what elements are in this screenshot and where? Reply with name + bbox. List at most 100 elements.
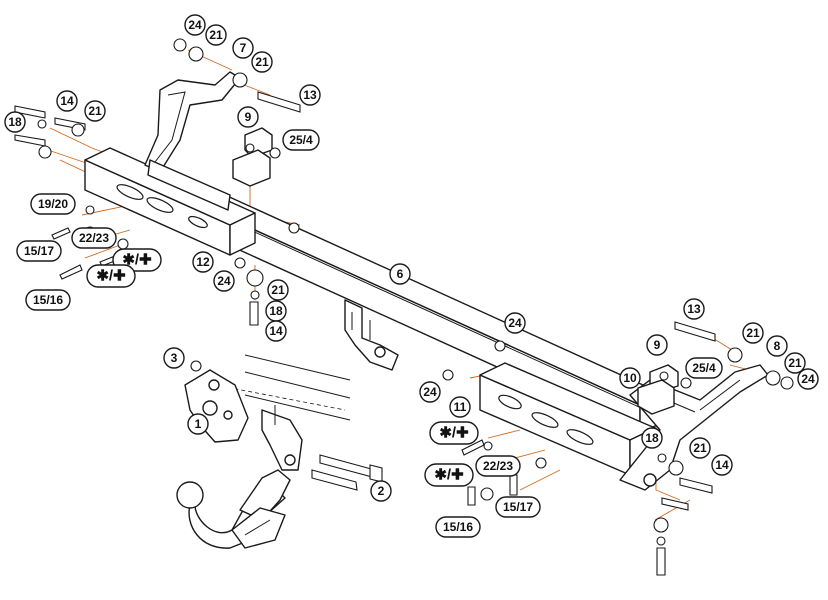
- callout-3: 3: [163, 347, 185, 369]
- callout-24-mid: 24: [213, 270, 235, 292]
- callout-21-top: 21: [205, 24, 227, 46]
- svg-text:13: 13: [687, 302, 701, 316]
- svg-text:24: 24: [217, 274, 231, 288]
- svg-text:8: 8: [774, 339, 781, 353]
- callout-21-right-2: 21: [784, 352, 806, 374]
- svg-text:7: 7: [240, 41, 247, 55]
- bolts-middle-group: [190, 257, 506, 381]
- svg-text:21: 21: [88, 104, 102, 118]
- callout-21-right-3: 21: [689, 437, 711, 459]
- svg-text:✱/✚: ✱/✚: [439, 425, 469, 442]
- svg-text:21: 21: [693, 441, 707, 455]
- callout-25-4-left: 25/4: [282, 129, 320, 151]
- pin-bolt: [311, 454, 383, 491]
- callouts: 24 21 7 21 13 14 21 18 9 25/4 19/20 22/2…: [4, 14, 819, 538]
- callout-18-mid: 18: [265, 300, 287, 322]
- clamp-bracket-9-left: [232, 127, 273, 187]
- center-socket-bracket: [344, 299, 399, 371]
- svg-text:✱/✚: ✱/✚: [122, 252, 152, 269]
- callout-24-right: 24: [504, 312, 526, 334]
- svg-text:24: 24: [188, 18, 202, 32]
- callout-24-lower: 24: [419, 381, 441, 403]
- callout-22-23-right: 22/23: [475, 455, 521, 477]
- svg-text:19/20: 19/20: [38, 197, 68, 211]
- callout-1: 1: [187, 413, 209, 435]
- svg-text:9: 9: [245, 110, 252, 124]
- left-receiver-tube: [84, 147, 256, 256]
- svg-text:22/23: 22/23: [483, 459, 513, 473]
- svg-text:18: 18: [269, 304, 283, 318]
- svg-text:25/4: 25/4: [289, 133, 313, 147]
- callout-15-16-right: 15/16: [435, 516, 481, 538]
- svg-text:21: 21: [255, 55, 269, 69]
- callout-15-17-right: 15/17: [495, 496, 541, 518]
- svg-text:15/17: 15/17: [24, 244, 54, 258]
- bolts-right-group: [461, 321, 794, 576]
- clamp-bracket-9-right: [637, 364, 679, 415]
- callout-13-left: 13: [299, 84, 321, 106]
- callout-21-mid: 21: [267, 279, 289, 301]
- svg-text:24: 24: [801, 372, 815, 386]
- svg-text:13: 13: [303, 88, 317, 102]
- svg-text:18: 18: [645, 431, 659, 445]
- svg-text:10: 10: [623, 371, 637, 385]
- svg-text:✱/✚: ✱/✚: [96, 268, 126, 285]
- tow-ball-assembly: [176, 469, 291, 549]
- callout-21-b: 21: [251, 51, 273, 73]
- svg-text:9: 9: [654, 338, 661, 352]
- svg-text:14: 14: [269, 324, 283, 338]
- callout-15-17-left: 15/17: [16, 240, 62, 262]
- callout-13-right: 13: [683, 298, 705, 320]
- callout-8: 8: [766, 335, 788, 357]
- svg-text:24: 24: [508, 316, 522, 330]
- callout-2: 2: [370, 480, 392, 502]
- svg-text:✱/✚: ✱/✚: [434, 467, 464, 484]
- left-side-bracket: [144, 71, 241, 211]
- bolts-top-group: [173, 38, 301, 234]
- svg-text:2: 2: [378, 484, 385, 498]
- svg-text:24: 24: [423, 385, 437, 399]
- svg-text:21: 21: [271, 283, 285, 297]
- svg-text:1: 1: [195, 417, 202, 431]
- symbol-badge-right-1: ✱/✚: [429, 421, 479, 445]
- callout-24-top: 24: [184, 14, 206, 36]
- svg-text:3: 3: [171, 351, 178, 365]
- symbol-badge-right-2: ✱/✚: [424, 463, 474, 487]
- svg-text:15/16: 15/16: [33, 293, 63, 307]
- svg-text:11: 11: [454, 400, 467, 414]
- callout-10: 10: [619, 367, 641, 389]
- svg-text:18: 18: [8, 115, 22, 129]
- callout-21-right-1: 21: [742, 322, 764, 344]
- svg-text:6: 6: [397, 267, 404, 281]
- callout-21-left: 21: [84, 100, 106, 122]
- svg-text:25/4: 25/4: [692, 361, 716, 375]
- callout-19-20: 19/20: [30, 193, 76, 215]
- svg-text:22/23: 22/23: [79, 231, 109, 245]
- callout-18-right: 18: [641, 427, 663, 449]
- callout-14-mid: 14: [265, 320, 287, 342]
- callout-12: 12: [192, 251, 214, 273]
- svg-text:21: 21: [746, 326, 760, 340]
- callout-15-16-left: 15/16: [25, 289, 71, 311]
- socket-plate: [261, 405, 303, 471]
- callout-6: 6: [389, 263, 411, 285]
- svg-text:15/17: 15/17: [503, 500, 533, 514]
- svg-text:14: 14: [715, 458, 729, 472]
- svg-text:12: 12: [196, 255, 210, 269]
- callout-11: 11: [449, 396, 471, 418]
- callout-7: 7: [232, 37, 254, 59]
- symbol-badge-left-2: ✱/✚: [86, 264, 136, 288]
- svg-text:15/16: 15/16: [443, 520, 473, 534]
- callout-14-right: 14: [711, 454, 733, 476]
- callout-22-23-left: 22/23: [71, 227, 117, 249]
- callout-18-left: 18: [4, 111, 26, 133]
- svg-text:21: 21: [788, 356, 802, 370]
- callout-9-left: 9: [237, 106, 259, 128]
- callout-24-far-right: 24: [797, 368, 819, 390]
- svg-text:21: 21: [209, 28, 223, 42]
- symbol-badges: ✱/✚ ✱/✚ ✱/✚ ✱/✚: [86, 248, 479, 487]
- svg-text:14: 14: [60, 94, 74, 108]
- callout-25-4-right: 25/4: [685, 357, 723, 379]
- callout-14-left: 14: [56, 90, 78, 112]
